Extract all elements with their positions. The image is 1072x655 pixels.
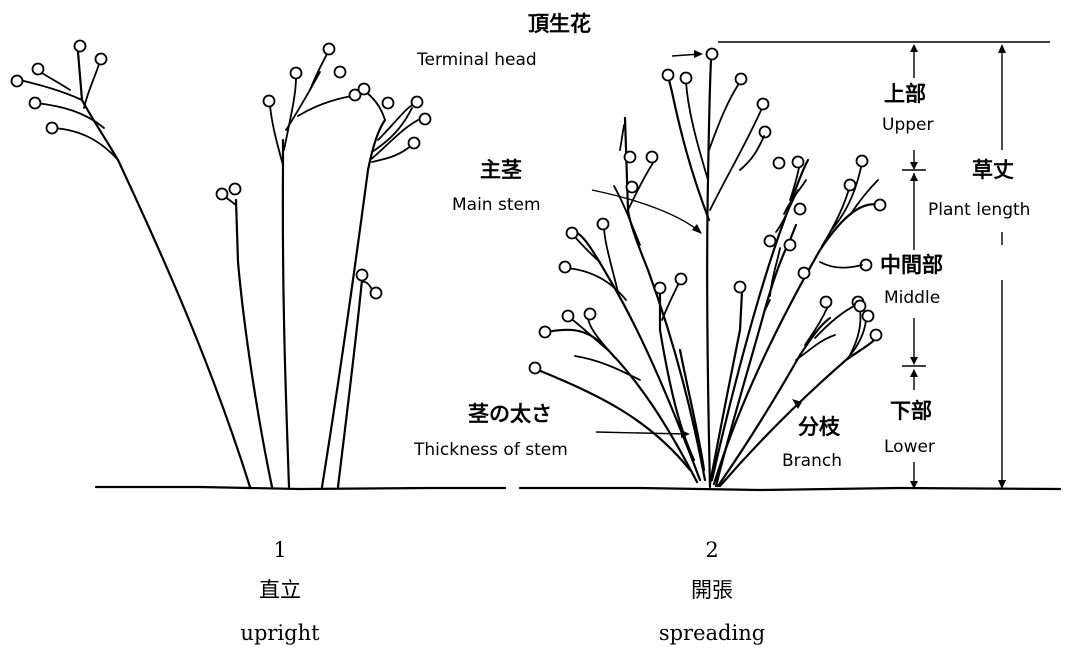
caption-2-en: spreading xyxy=(659,623,765,644)
branch-label-en: Branch xyxy=(782,453,842,470)
caption-1-jp: 直立 xyxy=(259,580,301,601)
upright-plant xyxy=(12,41,431,488)
caption-2-number: 2 xyxy=(705,540,718,561)
upper-label-en: Upper xyxy=(882,117,933,134)
caption-2-jp: 開張 xyxy=(691,580,733,601)
caption-1-number: 1 xyxy=(273,540,286,561)
plant-length-label-jp: 草丈 xyxy=(972,160,1014,181)
terminal-head-label-en: Terminal head xyxy=(417,52,537,69)
caption-1-en: upright xyxy=(240,623,319,644)
middle-label-jp: 中間部 xyxy=(880,255,943,276)
plant-length-label-en: Plant length xyxy=(928,202,1030,219)
upper-label-jp: 上部 xyxy=(884,84,926,105)
stem-thickness-label-jp: 茎の太さ xyxy=(468,404,552,425)
main-stem-label-jp: 主茎 xyxy=(480,160,522,181)
lower-label-en: Lower xyxy=(884,439,935,456)
lower-label-jp: 下部 xyxy=(890,401,932,422)
ground-line-upright xyxy=(96,487,505,489)
middle-label-en: Middle xyxy=(884,290,940,307)
stem-thickness-label-en: Thickness of stem xyxy=(414,442,568,459)
terminal-head-label-jp: 頂生花 xyxy=(528,14,591,35)
branch-label-jp: 分枝 xyxy=(798,417,840,438)
main-stem-label-en: Main stem xyxy=(452,197,541,214)
ground-line-spreading xyxy=(520,488,1060,490)
